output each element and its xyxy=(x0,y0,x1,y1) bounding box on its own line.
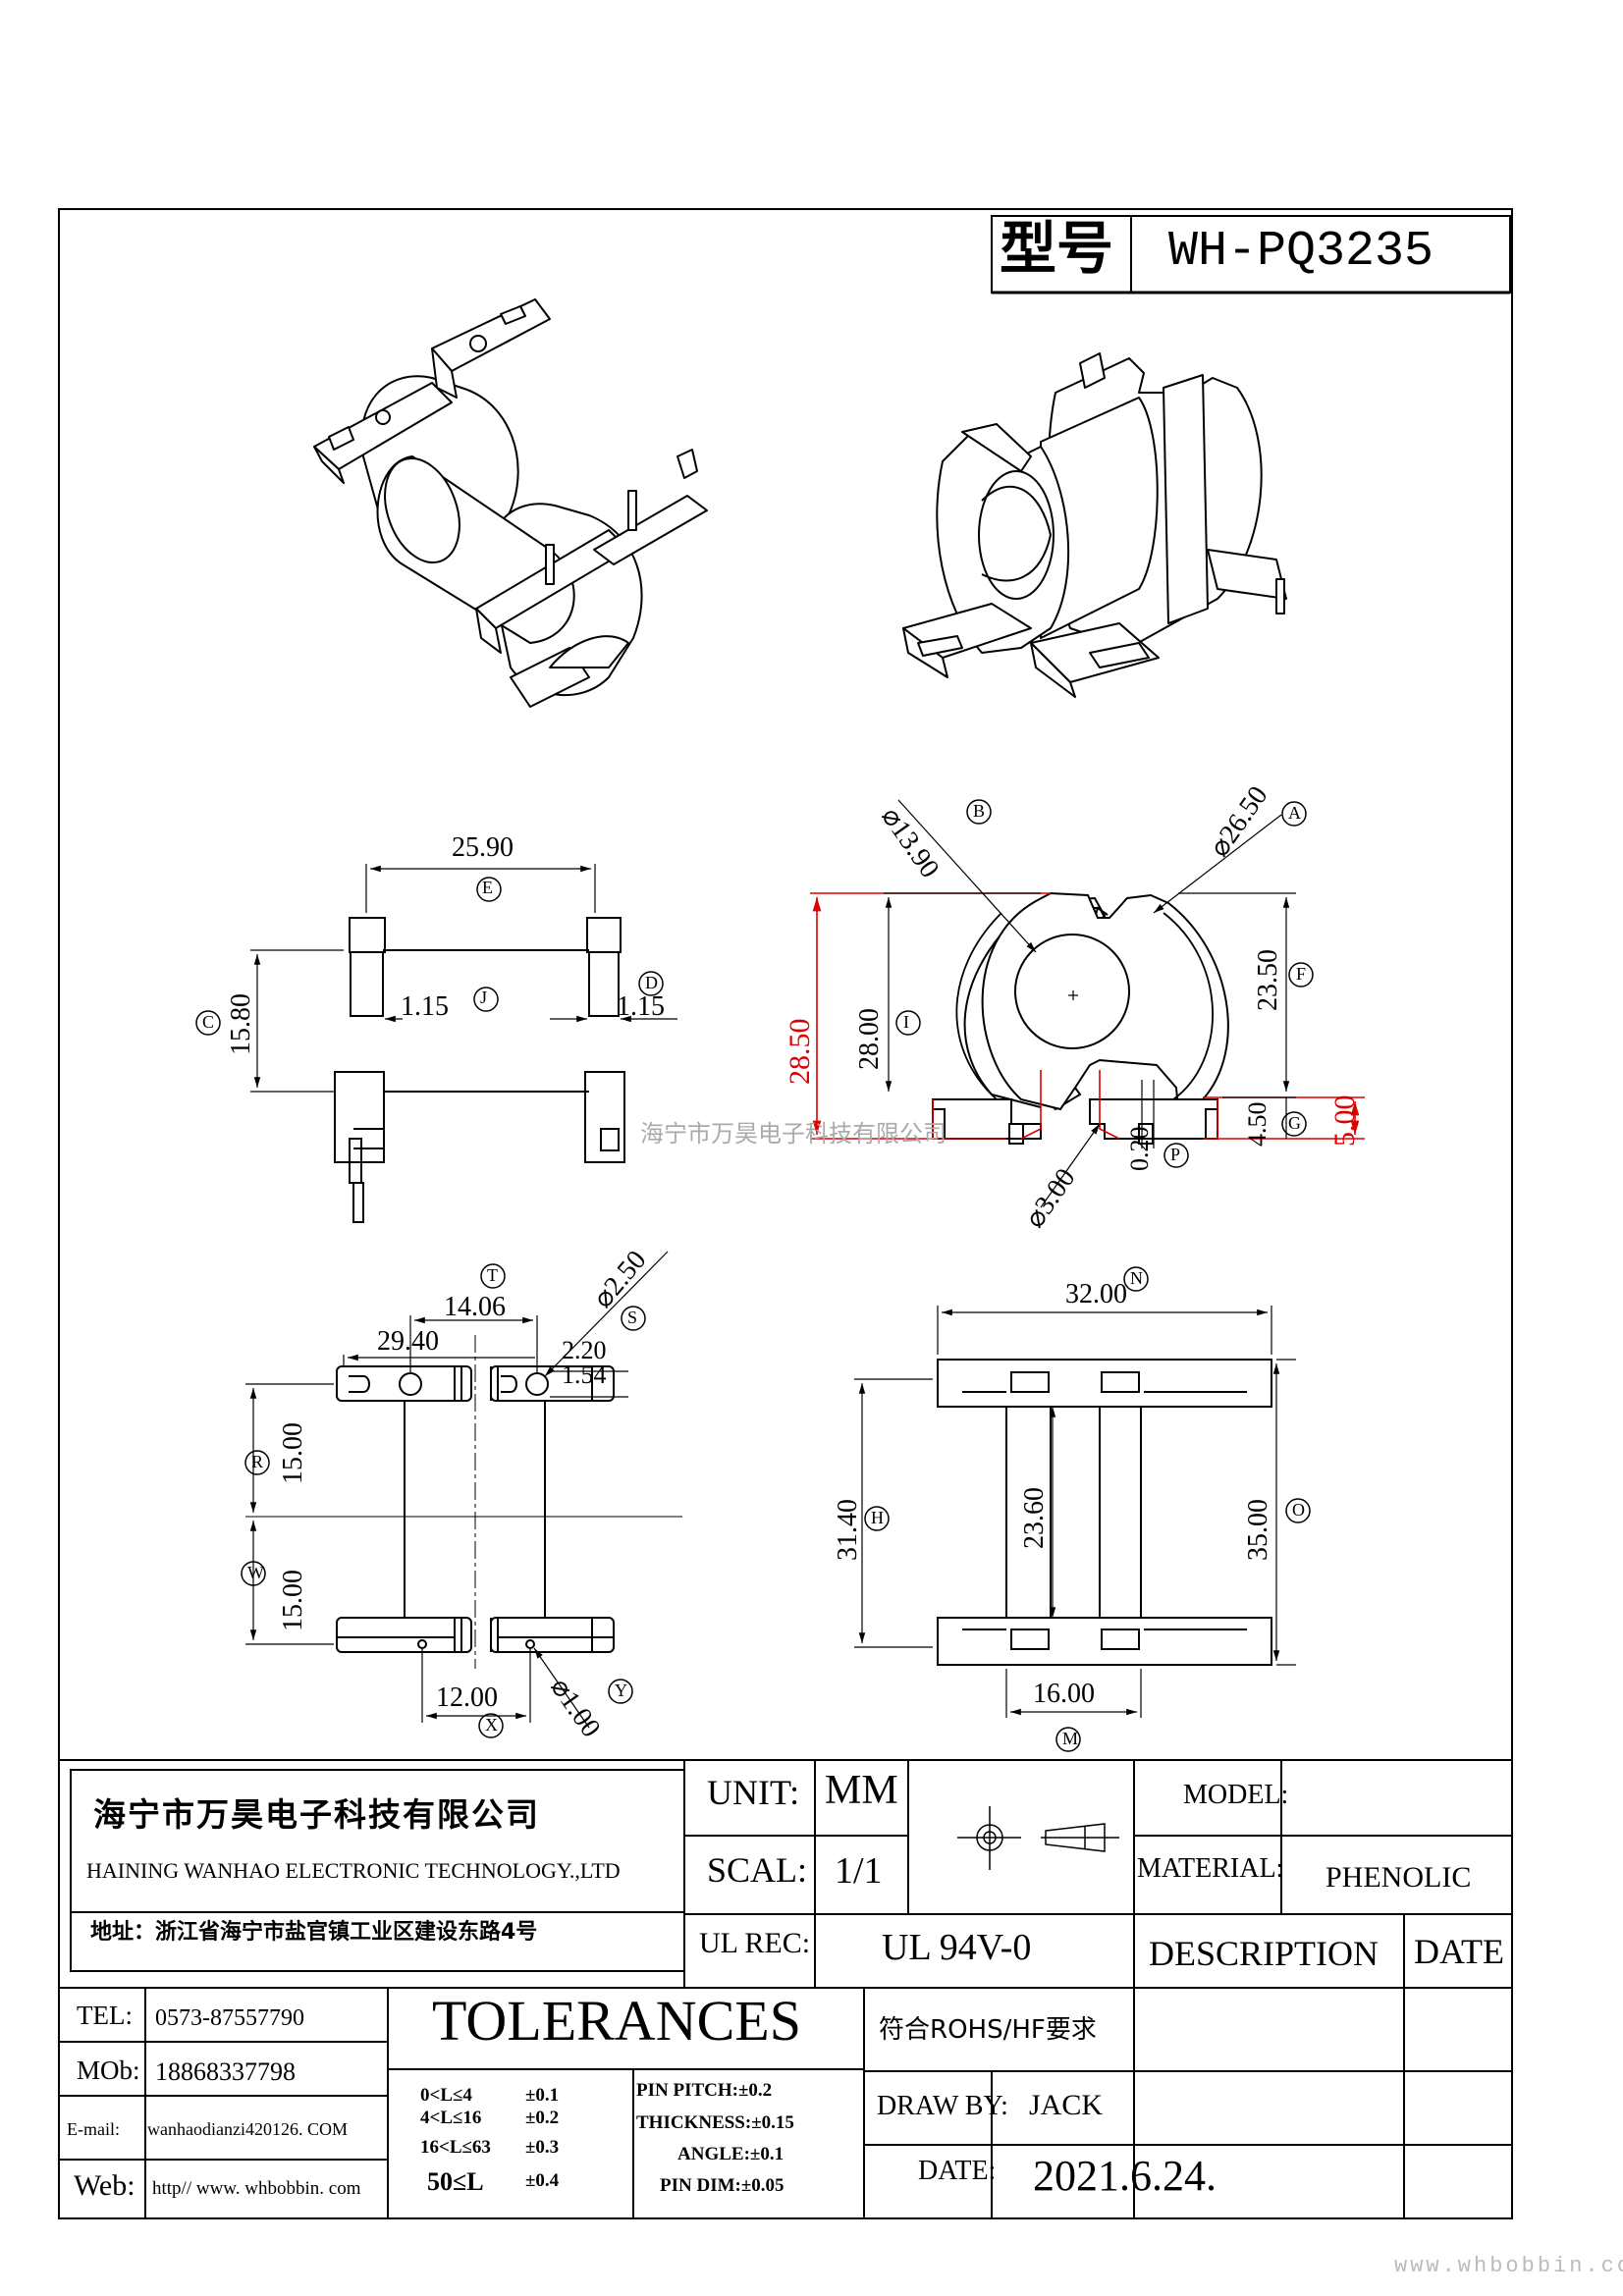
callout-g: G xyxy=(1288,1113,1301,1133)
callout-m: M xyxy=(1062,1729,1079,1748)
rohs-compliance: 符合ROHS/HF要求 xyxy=(879,2015,1097,2045)
dim-wall-left: 1.15 xyxy=(401,991,449,1022)
mob-label: MOb: xyxy=(77,2056,140,2085)
dim-total-length: 35.00 xyxy=(1243,1499,1273,1561)
date-value: 2021.6.24. xyxy=(1033,2152,1217,2200)
draw-by-label: DRAW BY: xyxy=(877,2091,1008,2121)
description-header: DESCRIPTION xyxy=(1149,1934,1380,1973)
tel-value: 0573-87557790 xyxy=(155,2005,304,2031)
callout-x: X xyxy=(485,1715,498,1735)
top-view xyxy=(854,1306,1296,1718)
tol-value-4: ±0.4 xyxy=(525,2170,560,2191)
company-address: 地址：浙江省海宁市盐官镇工业区建设东路4号 xyxy=(90,1920,538,1945)
isometric-view-right xyxy=(902,352,1287,698)
thickness-tolerance: THICKNESS:±0.15 xyxy=(636,2112,794,2133)
callout-w: W xyxy=(247,1563,264,1582)
isometric-view-left xyxy=(313,298,708,708)
callout-j: J xyxy=(480,988,488,1007)
dim-inner-length: 23.60 xyxy=(1019,1487,1050,1549)
model-label: 型号 xyxy=(1000,215,1114,282)
tol-value-2: ±0.2 xyxy=(525,2108,560,2128)
front-view xyxy=(810,799,1365,1208)
dim-slot-b: 1.54 xyxy=(562,1361,607,1389)
dim-wall-right: 1.15 xyxy=(617,991,665,1022)
callout-s: S xyxy=(627,1308,638,1327)
callout-p: P xyxy=(1170,1145,1181,1164)
material-label: MATERIAL: xyxy=(1137,1853,1284,1884)
dim-top-width: 32.00 xyxy=(1065,1279,1127,1309)
email-value: wanhaodianzi420126. COM xyxy=(147,2119,348,2139)
dim-inner-width: 16.00 xyxy=(1033,1679,1095,1709)
angle-tolerance: ANGLE:±0.1 xyxy=(677,2144,784,2164)
callout-f: F xyxy=(1296,964,1307,984)
dim-half-top: 15.00 xyxy=(278,1422,308,1484)
dim-overall-height: 28.50 xyxy=(784,1018,816,1086)
watermark-website: www.whbobbin.com xyxy=(1394,2254,1623,2278)
callout-c: C xyxy=(202,1012,215,1032)
dim-pin-step: 4.50 xyxy=(1243,1101,1271,1148)
ul-rec-label: UL REC: xyxy=(699,1927,811,1959)
sheet-border xyxy=(58,208,1513,2219)
unit-value: MM xyxy=(825,1768,898,1813)
tol-range-3: 16<L≤63 xyxy=(420,2137,491,2158)
unit-label: UNIT: xyxy=(707,1773,800,1812)
web-label: Web: xyxy=(74,2169,135,2202)
web-value: http// www. whbobbin. com xyxy=(152,2178,361,2199)
company-name-cn: 海宁市万昊电子科技有限公司 xyxy=(93,1795,540,1834)
material-value: PHENOLIC xyxy=(1325,1861,1472,1894)
company-name-en: HAINING WANHAO ELECTRONIC TECHNOLOGY.,LT… xyxy=(86,1858,621,1883)
tol-range-2: 4<L≤16 xyxy=(420,2108,482,2128)
projection-symbol-icon xyxy=(957,1806,1119,1870)
dim-body-height: 28.00 xyxy=(854,1008,885,1070)
tel-label: TEL: xyxy=(77,2001,133,2030)
dim-slot-a: 2.20 xyxy=(562,1336,607,1364)
dim-side-width: 25.90 xyxy=(452,832,514,863)
callout-o: O xyxy=(1292,1500,1305,1520)
callout-b: B xyxy=(973,801,986,821)
dim-outer-length: 31.40 xyxy=(833,1499,863,1561)
pin-pitch-tolerance: PIN PITCH:±0.2 xyxy=(636,2080,773,2101)
callout-i: I xyxy=(903,1012,909,1032)
dim-pin-height: 5.00 xyxy=(1328,1095,1361,1148)
dim-gap: 0.20 xyxy=(1125,1126,1154,1172)
model-number: WH-PQ3235 xyxy=(1168,224,1434,280)
dim-side-height: 15.80 xyxy=(226,993,256,1055)
tol-range-4: 50≤L xyxy=(427,2167,484,2196)
scale-value: 1/1 xyxy=(835,1850,883,1892)
bottom-view xyxy=(245,1251,682,1729)
tol-range-1: 0<L≤4 xyxy=(420,2085,472,2106)
callout-r: R xyxy=(251,1452,264,1471)
tol-value-1: ±0.1 xyxy=(525,2085,560,2106)
side-view xyxy=(250,864,677,1223)
callout-d: D xyxy=(645,973,658,992)
date-label: DATE: xyxy=(918,2156,997,2186)
title-block-lines xyxy=(59,1759,1512,2218)
callout-n: N xyxy=(1130,1268,1143,1288)
tol-value-3: ±0.3 xyxy=(525,2137,560,2158)
callout-e: E xyxy=(482,878,493,897)
pin-dim-tolerance: PIN DIM:±0.05 xyxy=(660,2175,784,2196)
dim-span: 29.40 xyxy=(377,1326,439,1357)
scale-label: SCAL: xyxy=(707,1850,808,1890)
callout-a: A xyxy=(1288,803,1301,823)
model-field-label: MODEL: xyxy=(1183,1780,1289,1810)
callout-y: Y xyxy=(615,1681,627,1700)
watermark-company: 海宁市万昊电子科技有限公司 xyxy=(640,1120,947,1148)
callout-h: H xyxy=(871,1508,884,1527)
email-label: E-mail: xyxy=(67,2119,120,2139)
dim-pin-pitch: 12.00 xyxy=(436,1682,498,1713)
dim-pitch-top: 14.06 xyxy=(444,1292,506,1322)
date-header: DATE xyxy=(1414,1932,1504,1971)
dimension-callouts xyxy=(195,799,1314,1752)
dim-half-bottom: 15.00 xyxy=(278,1570,308,1631)
callout-t: T xyxy=(487,1265,498,1285)
mob-value: 18868337798 xyxy=(155,2057,296,2086)
ul-rec-value: UL 94V-0 xyxy=(882,1927,1032,1968)
tolerances-title: TOLERANCES xyxy=(432,1989,801,2053)
draw-by-value: JACK xyxy=(1029,2089,1104,2121)
dim-upper-height: 23.50 xyxy=(1253,949,1283,1011)
model-box xyxy=(991,215,1511,294)
